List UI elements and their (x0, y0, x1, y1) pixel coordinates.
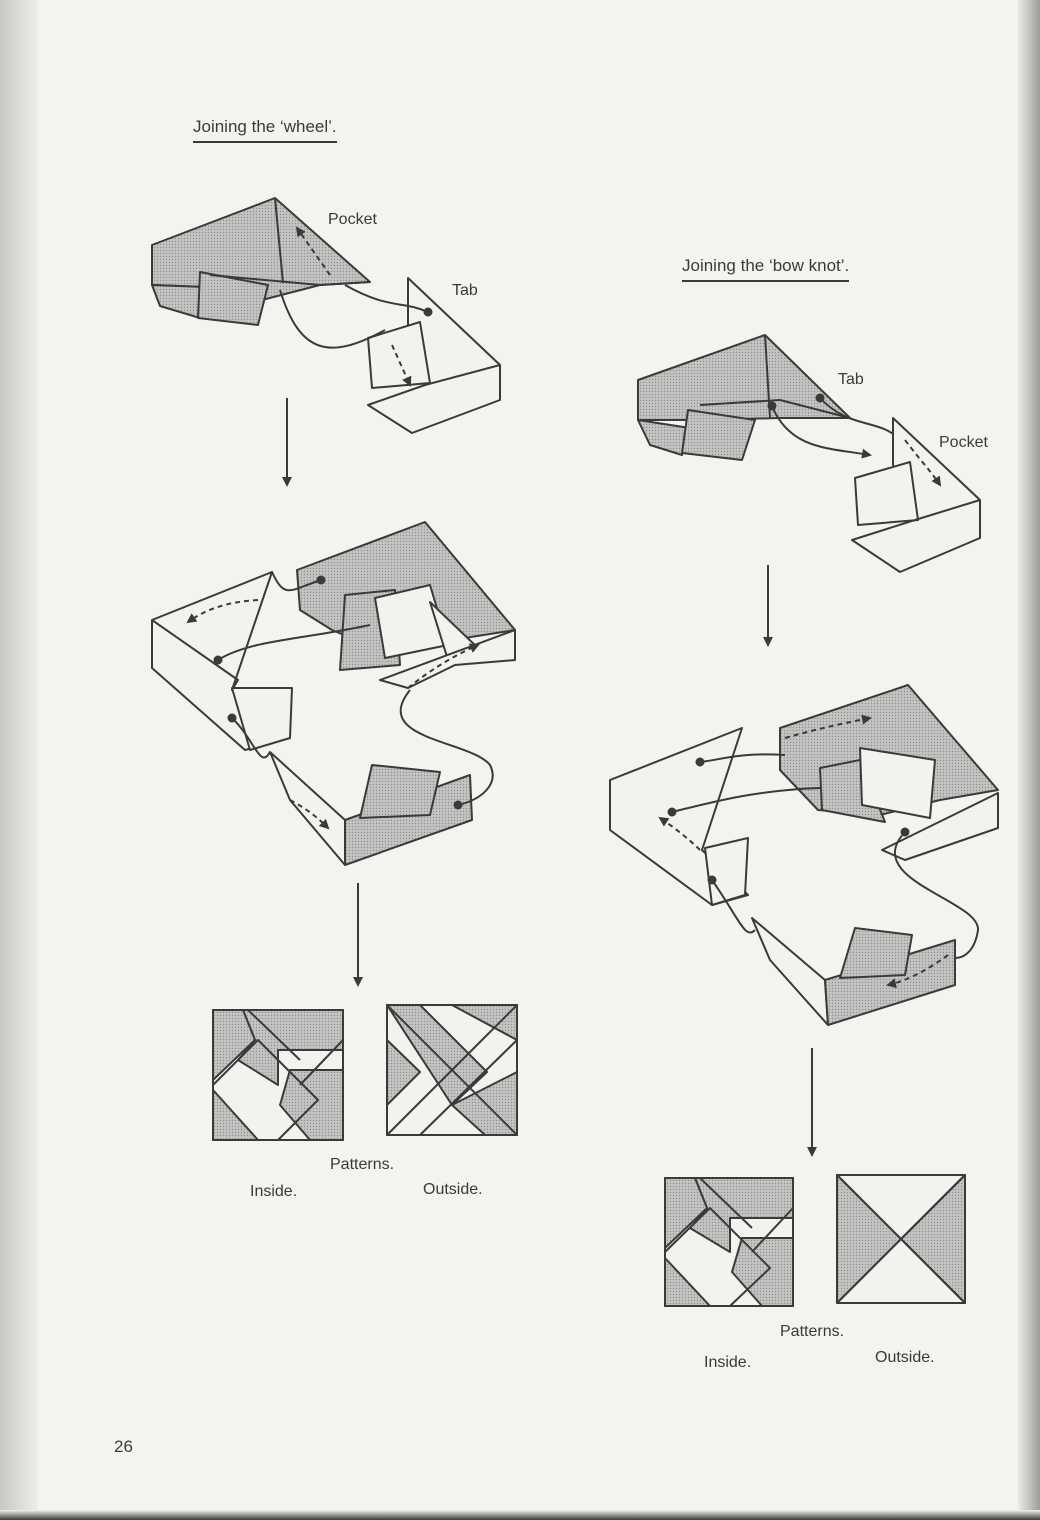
bowknot-inside-label: Inside. (704, 1354, 751, 1372)
wheel-step2-assembly (152, 522, 515, 865)
wheel-outside-label: Outside. (423, 1181, 483, 1199)
wheel-tab-label: Tab (452, 282, 478, 300)
bowknot-outside-label: Outside. (875, 1349, 935, 1367)
wheel-inside-label: Inside. (250, 1183, 297, 1201)
bowknot-inside-pattern (665, 1178, 793, 1306)
wheel-inside-pattern (213, 1010, 343, 1140)
wheel-heading: Joining the ‘wheel’. (193, 117, 337, 143)
bowknot-patterns-caption: Patterns. (780, 1323, 844, 1341)
bowknot-step2-assembly (610, 685, 998, 1025)
bowknot-pocket-label: Pocket (939, 434, 988, 452)
wheel-patterns-caption: Patterns. (330, 1156, 394, 1174)
wheel-outside-pattern (387, 1005, 517, 1135)
bowknot-outside-pattern (837, 1175, 965, 1303)
bowknot-heading: Joining the ‘bow knot’. (682, 256, 849, 282)
page-number: 26 (114, 1437, 133, 1457)
wheel-pocket-label: Pocket (328, 211, 377, 229)
page-bottom-edge (0, 1510, 1040, 1520)
wheel-step1-unit-b (368, 278, 500, 433)
bowknot-tab-label: Tab (838, 371, 864, 389)
